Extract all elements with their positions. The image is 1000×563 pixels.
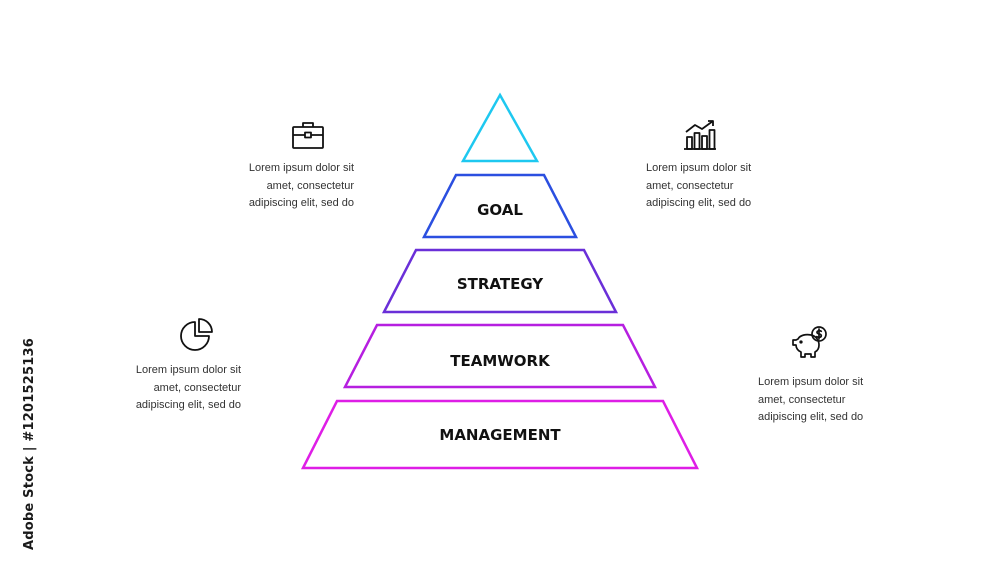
pyramid-apex xyxy=(460,92,540,163)
bar-chart-growth-icon xyxy=(682,117,718,153)
pyramid-tier-goal: GOAL xyxy=(421,173,579,239)
briefcase-icon xyxy=(290,117,326,153)
callout-text-bottom-right: Lorem ipsum dolor sit amet, consectetur … xyxy=(758,376,864,423)
callout-text-top-left: Lorem ipsum dolor sit amet, consectetur … xyxy=(248,162,354,209)
piggy-bank-dollar-icon xyxy=(792,325,828,361)
callout-text-top-right: Lorem ipsum dolor sit amet, consectetur … xyxy=(646,162,752,209)
tier-label-management: MANAGEMENT xyxy=(439,426,561,444)
tier-label-strategy: STRATEGY xyxy=(457,275,544,293)
tier-label-goal: GOAL xyxy=(477,201,523,219)
tier-label-teamwork: TEAMWORK xyxy=(450,352,551,370)
pyramid-tier-strategy: STRATEGY xyxy=(381,248,619,314)
callout-text-bottom-left: Lorem ipsum dolor sit amet, consectetur … xyxy=(135,364,241,411)
pyramid-tier-management: MANAGEMENT xyxy=(300,399,700,470)
pie-chart-icon xyxy=(178,317,214,353)
stock-watermark-id: Adobe Stock | #1201525136 xyxy=(22,338,37,550)
pyramid-tier-teamwork: TEAMWORK xyxy=(342,323,658,389)
